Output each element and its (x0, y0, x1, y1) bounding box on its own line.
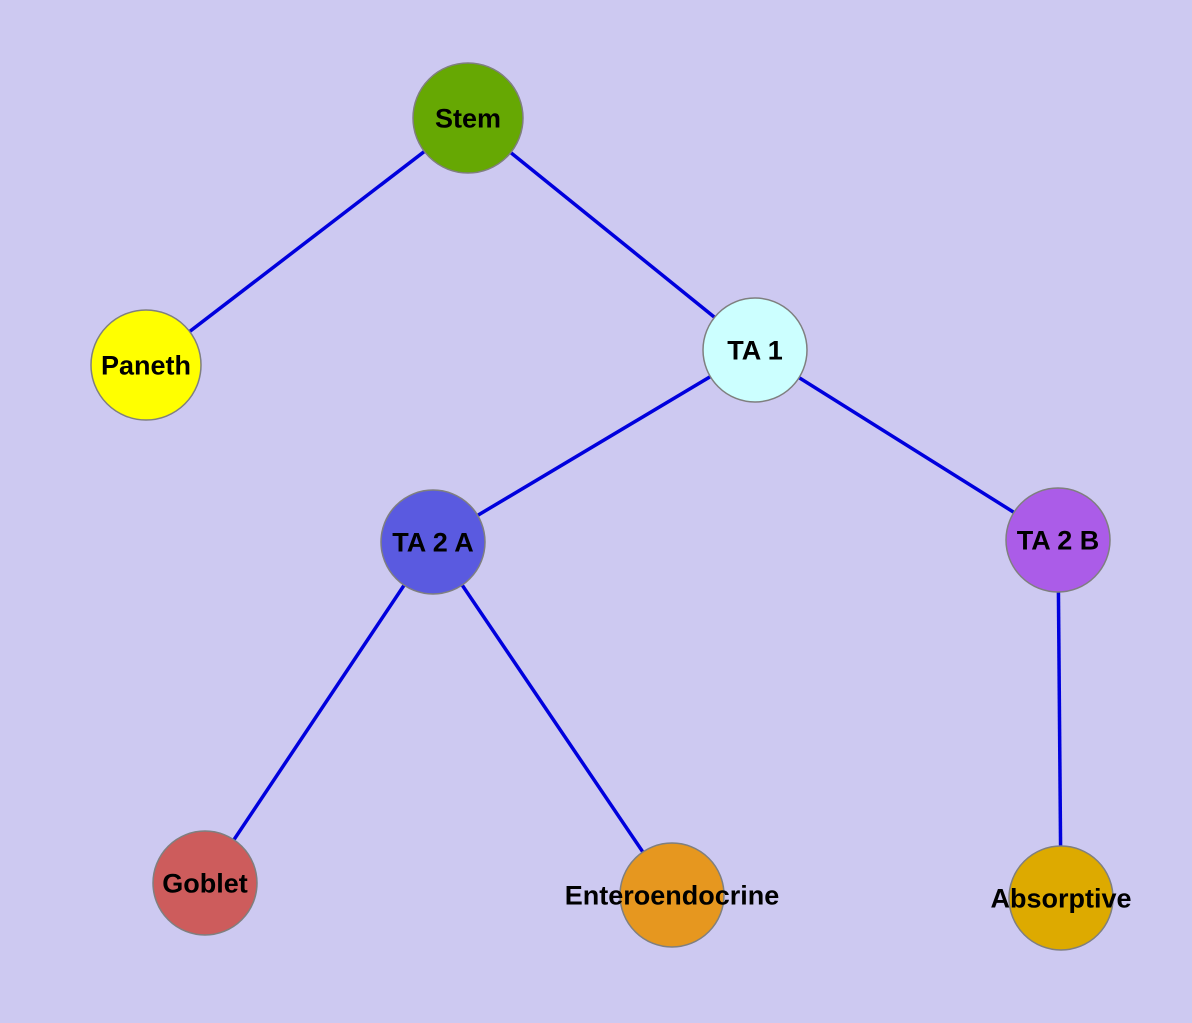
edge-ta-2-a-to-goblet (203, 541, 435, 884)
node-goblet[interactable]: Goblet (152, 830, 258, 936)
edge-stem-to-ta-1 (466, 116, 757, 352)
node-circle-goblet[interactable] (152, 830, 258, 936)
node-circle-ta-2-a[interactable] (380, 489, 486, 595)
edge-ta-1-to-ta-2-b (754, 348, 1059, 542)
node-ta-2-a[interactable]: TA 2 A (380, 489, 486, 595)
edge-layer (144, 116, 1063, 899)
node-paneth[interactable]: Paneth (90, 309, 202, 421)
edge-ta-2-b-to-absorptive (1056, 539, 1063, 899)
edge-ta-1-to-ta-2-a (432, 348, 756, 544)
node-circle-ta-2-b[interactable] (1005, 487, 1111, 593)
node-circle-stem[interactable] (412, 62, 524, 174)
node-stem[interactable]: Stem (412, 62, 524, 174)
edge-stem-to-paneth (144, 116, 470, 367)
node-circle-enteroendocrine[interactable] (619, 842, 725, 948)
edge-ta-2-a-to-enteroendocrine (431, 541, 674, 896)
node-circle-paneth[interactable] (90, 309, 202, 421)
node-ta-1[interactable]: TA 1 (702, 297, 808, 403)
node-circle-absorptive[interactable] (1008, 845, 1114, 951)
node-ta-2-b[interactable]: TA 2 B (1005, 487, 1111, 593)
node-circle-ta-1[interactable] (702, 297, 808, 403)
